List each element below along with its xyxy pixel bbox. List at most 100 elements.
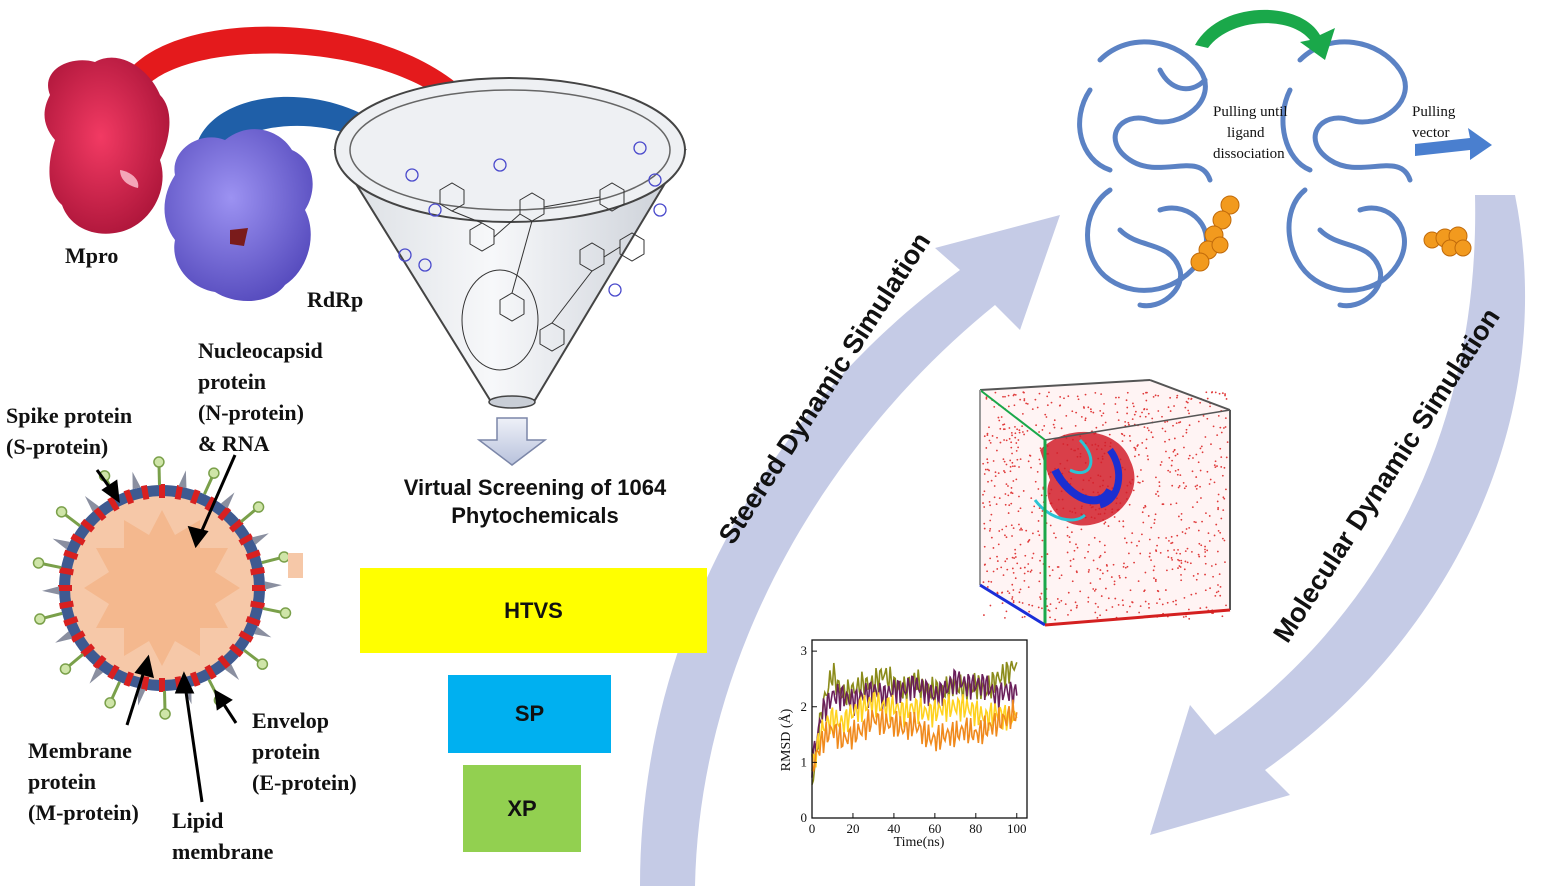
water-molecule (1023, 391, 1025, 394)
membrane-protein-mark (58, 585, 72, 591)
water-molecule (1113, 580, 1116, 583)
water-molecule (1175, 603, 1177, 606)
water-molecule (985, 397, 988, 400)
water-molecule (1173, 405, 1175, 407)
water-molecule (1127, 421, 1130, 424)
water-molecule (1117, 419, 1120, 422)
water-molecule (1165, 450, 1167, 453)
water-molecule (1191, 506, 1194, 509)
water-molecule (983, 522, 986, 525)
membrane-protein-mark (107, 496, 120, 512)
membrane-protein-mark (123, 489, 135, 505)
water-molecule (1225, 456, 1228, 459)
water-molecule (1027, 563, 1030, 565)
water-molecule (1071, 580, 1074, 583)
water-molecule (1207, 532, 1210, 535)
mpro-label: Mpro (65, 243, 119, 268)
funnel-down-arrow (476, 417, 548, 466)
water-molecule (1168, 438, 1171, 441)
water-molecule (1002, 458, 1005, 461)
water-molecule (997, 416, 1000, 419)
water-molecule (1137, 453, 1140, 456)
water-molecule (1213, 481, 1216, 484)
rmsd-series-4 (811, 699, 1018, 772)
water-molecule (1023, 566, 1026, 569)
water-molecule (1219, 426, 1222, 429)
water-molecule (1018, 495, 1020, 498)
water-molecule (996, 436, 998, 439)
water-molecule (1092, 559, 1095, 562)
water-molecule (1197, 420, 1200, 423)
water-molecule (1154, 513, 1157, 516)
spike-stem (261, 556, 281, 565)
water-molecule (1214, 466, 1217, 469)
water-molecule (1063, 397, 1065, 400)
water-molecule (983, 527, 986, 530)
water-molecule (1204, 545, 1206, 548)
water-molecule (1103, 544, 1106, 547)
water-molecule (1204, 548, 1206, 551)
water-molecule (1077, 398, 1080, 401)
water-molecule (1145, 391, 1147, 394)
water-molecule (1126, 391, 1129, 394)
water-molecule (1099, 554, 1102, 557)
coronavirus-particle (32, 456, 292, 720)
water-molecule (1087, 601, 1090, 603)
water-molecule (1100, 414, 1103, 417)
water-molecule (1208, 483, 1211, 485)
membrane-protein-mark (229, 643, 244, 658)
water-molecule (1190, 551, 1193, 553)
water-molecule (1113, 516, 1116, 518)
water-molecule (1166, 601, 1169, 604)
water-molecule (1147, 515, 1150, 517)
membrane-protein-mark (250, 566, 265, 576)
water-molecule (1195, 453, 1198, 456)
water-molecule (986, 586, 989, 588)
water-molecule (1045, 416, 1048, 418)
water-molecule (1183, 446, 1185, 449)
water-molecule (1096, 567, 1099, 570)
water-molecule (1141, 480, 1144, 483)
water-molecule (1016, 458, 1019, 461)
water-molecule (1118, 520, 1121, 523)
water-molecule (1049, 524, 1052, 527)
water-molecule (1208, 540, 1211, 542)
x-tick-label: 60 (928, 821, 941, 836)
water-molecule (1098, 556, 1101, 559)
water-molecule (1037, 606, 1040, 609)
water-molecule (1014, 556, 1017, 558)
water-molecule (1204, 562, 1207, 565)
water-molecule (1069, 559, 1072, 562)
lipid-callout-arrow (183, 684, 204, 803)
water-molecule (1011, 492, 1014, 495)
water-molecule (1011, 567, 1014, 570)
water-molecule (1066, 534, 1069, 537)
water-molecule (1202, 415, 1205, 417)
water-molecule (1133, 561, 1135, 564)
water-molecule (1176, 394, 1179, 397)
steered-cycle-arrow (640, 215, 1060, 886)
envelope-spike (89, 667, 104, 684)
water-molecule (1021, 602, 1024, 604)
water-molecule (1131, 601, 1133, 603)
water-molecule (1019, 398, 1022, 401)
water-molecule (1124, 566, 1127, 569)
spike-stem (203, 476, 214, 495)
water-molecule (1121, 599, 1124, 602)
water-molecule (996, 449, 998, 452)
water-molecule (993, 485, 996, 487)
water-molecule (1011, 434, 1013, 437)
water-molecule (1075, 543, 1077, 546)
spike-line-1: Spike protein (6, 403, 133, 428)
water-molecule (987, 580, 990, 583)
water-molecule (1183, 596, 1186, 599)
spike-head (153, 456, 165, 468)
water-molecule (1222, 509, 1225, 512)
water-molecule (1132, 402, 1134, 405)
water-molecule (1049, 510, 1052, 513)
water-molecule (1217, 529, 1220, 532)
water-molecule (1036, 470, 1039, 473)
water-molecule (1145, 438, 1148, 441)
water-molecule (986, 434, 989, 437)
water-molecule (1192, 575, 1195, 577)
